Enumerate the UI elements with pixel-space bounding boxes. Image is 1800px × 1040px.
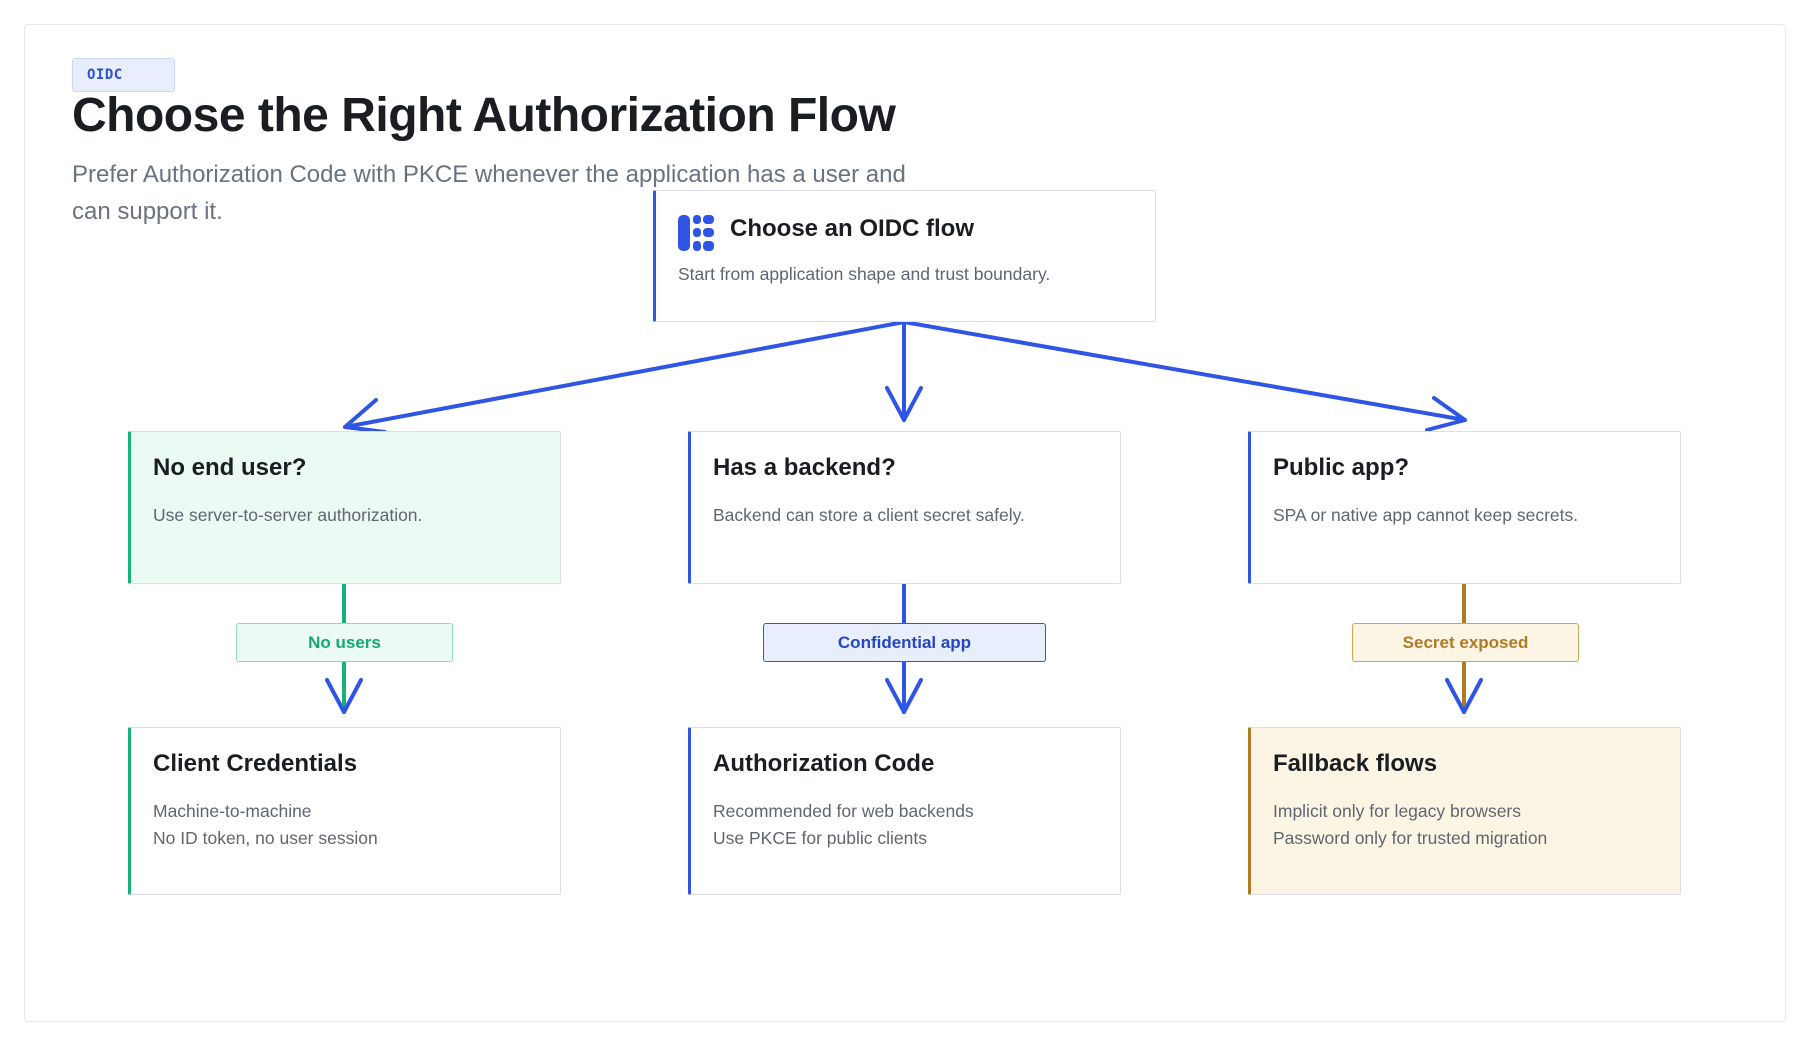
outcome-text: Recommended for web backends Use PKCE fo… bbox=[713, 798, 974, 852]
outcome-text: Implicit only for legacy browsers Passwo… bbox=[1273, 798, 1547, 852]
question-title: Public app? bbox=[1273, 454, 1410, 481]
question-title: Has a backend? bbox=[713, 454, 896, 481]
arrowhead-no-end-user bbox=[343, 398, 387, 434]
outcome-node-authorization-code: Authorization Code Recommended for web b… bbox=[688, 727, 1121, 895]
question-text: SPA or native app cannot keep secrets. bbox=[1273, 505, 1579, 525]
page-subtitle: Prefer Authorization Code with PKCE when… bbox=[72, 161, 906, 225]
question-text: Use server-to-server authorization. bbox=[153, 505, 423, 525]
outcome-title: Authorization Code bbox=[713, 750, 935, 777]
question-node-has-backend: Has a backend? Backend can store a clien… bbox=[688, 431, 1121, 584]
outcome-line: Recommended for web backends bbox=[713, 801, 974, 821]
question-node-no-end-user: No end user? Use server-to-server author… bbox=[128, 431, 561, 584]
question-title: No end user? bbox=[153, 454, 307, 481]
arrowhead-client-credentials bbox=[325, 678, 363, 714]
outcome-line: No ID token, no user session bbox=[153, 828, 378, 848]
page-title: Choose the Right Authorization Flow bbox=[72, 89, 896, 142]
outcome-text: Machine-to-machine No ID token, no user … bbox=[153, 798, 378, 852]
root-node-text: Start from application shape and trust b… bbox=[678, 264, 1051, 284]
edge-label-confidential-app: Confidential app bbox=[763, 623, 1046, 662]
question-node-public-app: Public app? SPA or native app cannot kee… bbox=[1248, 431, 1681, 584]
question-text: Backend can store a client secret safely… bbox=[713, 505, 1025, 525]
category-tag: OIDC bbox=[72, 58, 175, 92]
arrowhead-has-backend bbox=[885, 386, 923, 422]
edge-root-to-no-end-user bbox=[343, 320, 906, 429]
edge-root-to-public-app bbox=[902, 320, 1467, 422]
edge-label-secret-exposed: Secret exposed bbox=[1352, 623, 1579, 662]
outcome-title: Fallback flows bbox=[1273, 750, 1438, 777]
root-node-title: Choose an OIDC flow bbox=[730, 215, 975, 242]
outcome-line: Use PKCE for public clients bbox=[713, 828, 927, 848]
arrowhead-authorization-code bbox=[885, 678, 923, 714]
outcome-node-client-credentials: Client Credentials Machine-to-machine No… bbox=[128, 727, 561, 895]
outcome-line: Password only for trusted migration bbox=[1273, 828, 1548, 848]
outcome-line: Implicit only for legacy browsers bbox=[1273, 801, 1521, 821]
flow-grid-icon bbox=[678, 215, 714, 251]
outcome-line: Machine-to-machine bbox=[153, 801, 312, 821]
outcome-node-fallback-flows: Fallback flows Implicit only for legacy … bbox=[1248, 727, 1681, 895]
edge-label-no-users: No users bbox=[236, 623, 453, 662]
outcome-title: Client Credentials bbox=[153, 750, 358, 777]
root-node-choose-flow: Choose an OIDC flow Start from applicati… bbox=[653, 190, 1156, 322]
arrowhead-public-app bbox=[1425, 396, 1467, 432]
arrowhead-fallback bbox=[1445, 678, 1483, 714]
